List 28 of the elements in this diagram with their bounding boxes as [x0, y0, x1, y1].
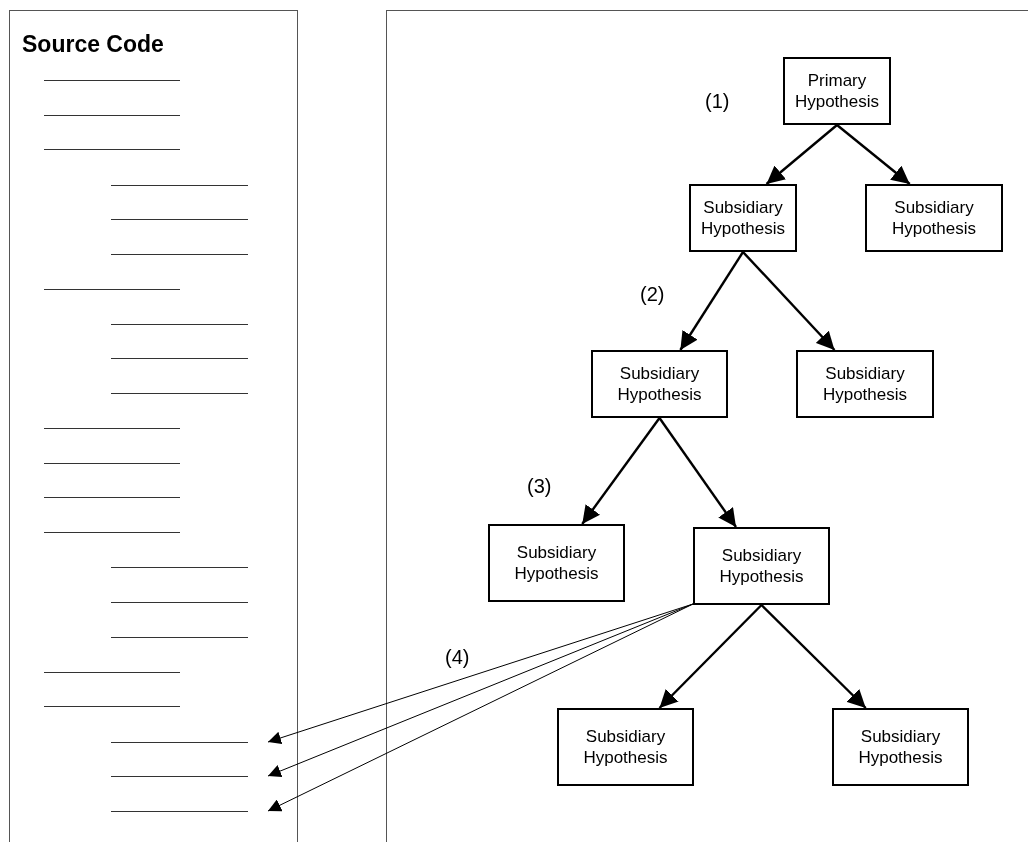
- hypothesis-box: Subsidiary Hypothesis: [557, 708, 694, 786]
- hypothesis-box: Subsidiary Hypothesis: [693, 527, 830, 605]
- hypothesis-box: Subsidiary Hypothesis: [796, 350, 934, 418]
- hypothesis-box: Primary Hypothesis: [783, 57, 891, 125]
- arrow: [760, 604, 867, 709]
- arrow: [267, 603, 694, 812]
- step-number: (1): [705, 90, 730, 113]
- hypothesis-box: Subsidiary Hypothesis: [591, 350, 728, 418]
- arrow: [742, 251, 836, 351]
- source-code-panel: [9, 10, 298, 842]
- code-line: [111, 811, 248, 812]
- arrow: [765, 124, 838, 185]
- step-number: (2): [640, 283, 665, 306]
- arrow: [658, 604, 763, 709]
- arrow: [267, 603, 694, 778]
- code-line: [111, 776, 248, 777]
- hypothesis-box: Subsidiary Hypothesis: [689, 184, 797, 252]
- arrow: [581, 417, 661, 525]
- arrow: [679, 251, 744, 351]
- hypothesis-box: Subsidiary Hypothesis: [832, 708, 969, 786]
- hypothesis-box: Subsidiary Hypothesis: [488, 524, 625, 602]
- hypothesis-box: Subsidiary Hypothesis: [865, 184, 1003, 252]
- arrow: [658, 417, 737, 528]
- code-line: [111, 742, 248, 743]
- panel-title: Source Code: [22, 31, 164, 57]
- step-number: (3): [527, 475, 552, 498]
- step-number: (4): [445, 646, 470, 669]
- arrow: [836, 124, 911, 185]
